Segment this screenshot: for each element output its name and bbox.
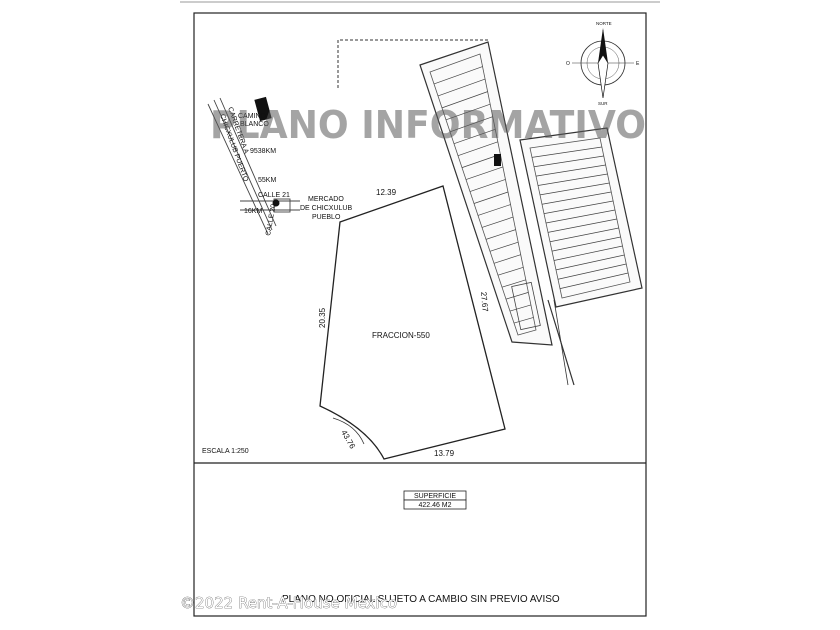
mercado-label-2: DE CHICXULUB xyxy=(300,205,352,212)
compass-east: E xyxy=(636,61,640,67)
lot-divider xyxy=(553,245,623,261)
lot-divider xyxy=(559,272,629,289)
lot-divider xyxy=(441,91,488,109)
lot-divider xyxy=(549,227,619,243)
lot-divider xyxy=(485,229,516,240)
lot-divider xyxy=(445,103,491,121)
surface-box: SUPERFICIE 422.46 M2 xyxy=(403,490,467,510)
lot-divider xyxy=(531,146,602,158)
lot-divider xyxy=(465,166,504,180)
distance-label-3: 16KM xyxy=(244,208,262,215)
mercado-label-1: MERCADO xyxy=(308,196,344,203)
lot-divider xyxy=(453,128,496,145)
lot-divider xyxy=(449,116,493,133)
lot-divider xyxy=(461,154,501,168)
scale-label: ESCALA 1:250 xyxy=(202,448,249,455)
lot-divider xyxy=(437,78,486,97)
compass-north: NORTE xyxy=(596,21,612,26)
disclaimer-note: PLANO NO OFICIAL SUJETO A CAMBIO SIN PRE… xyxy=(282,594,560,605)
lot-divider xyxy=(501,279,526,288)
copyright-watermark: ©2022 Rent-A-House Mexico xyxy=(180,594,397,612)
watermark-text: PLANO INFORMATIVO xyxy=(210,103,646,147)
lot-divider xyxy=(477,204,511,216)
development-block-east xyxy=(519,127,643,308)
lot-divider xyxy=(557,263,627,280)
plan-frame xyxy=(193,12,647,617)
lot-divider xyxy=(533,155,604,168)
camino-label: CAMINO xyxy=(238,113,267,120)
lot-side-bottom: 13.79 xyxy=(434,449,455,458)
lot-divider xyxy=(513,317,534,324)
lot-side-arc: 43.76 xyxy=(339,429,357,451)
lot-divider xyxy=(493,254,521,264)
road-lines xyxy=(207,97,300,235)
compass-west: O xyxy=(566,61,570,67)
lot-side-top: 12.39 xyxy=(376,188,397,197)
blanco-label: BLANCO xyxy=(240,121,269,128)
lot-divider xyxy=(489,241,519,252)
compass-south: SUR xyxy=(598,101,608,106)
surface-label: SUPERFICIE xyxy=(414,493,456,500)
lot-divider xyxy=(537,173,608,186)
building-marker-block xyxy=(494,154,501,166)
lot-divider xyxy=(545,209,616,224)
lot-divider xyxy=(509,304,532,312)
compass-rose: NORTE SUR E O xyxy=(566,21,640,106)
lot-name: FRACCION-550 xyxy=(372,331,430,340)
lot-divider xyxy=(473,191,509,204)
lot-divider xyxy=(497,266,524,276)
lot-divider xyxy=(481,216,514,228)
location-marker xyxy=(272,199,280,207)
lot-fraccion-550: FRACCION-550 12.39 20.35 27.67 13.79 43.… xyxy=(318,185,506,460)
building-marker-blanco xyxy=(254,96,272,122)
lot-divider xyxy=(505,292,529,300)
lot-divider xyxy=(433,66,483,85)
lot-divider xyxy=(555,254,625,271)
lot-divider xyxy=(469,179,506,192)
lot-divider xyxy=(535,164,606,177)
mercado-label-3: PUEBLO xyxy=(312,214,341,221)
lot-divider xyxy=(547,218,617,233)
distance-label-2: 55KM xyxy=(258,177,276,184)
calle-21-label: CALLE 21 xyxy=(258,192,290,199)
lot-side-right: 27.67 xyxy=(479,291,490,312)
calle-20-label: CALLE 20 xyxy=(265,204,277,237)
lot-divider xyxy=(543,200,614,214)
development-block-north xyxy=(419,41,575,386)
dashed-boundary xyxy=(337,39,490,88)
distance-label-1: 9538KM xyxy=(250,148,276,155)
lot-divider xyxy=(457,141,498,157)
lot-divider xyxy=(551,236,621,252)
lot-side-left: 20.35 xyxy=(318,307,327,328)
lot-divider xyxy=(539,182,610,196)
surface-value: 422.46 M2 xyxy=(418,502,451,509)
lot-divider xyxy=(541,191,612,205)
